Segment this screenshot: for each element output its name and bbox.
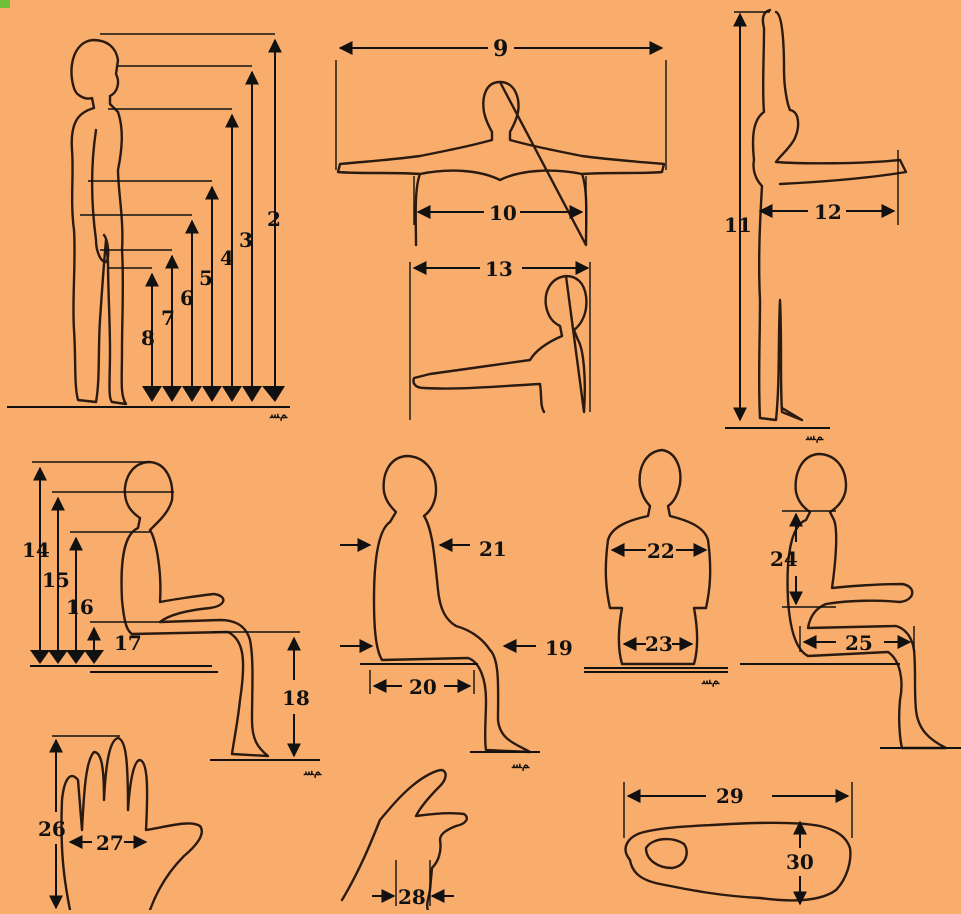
floor-mark-4: ﻢﺴ <box>511 758 530 771</box>
corner-fragment <box>0 0 10 8</box>
label-24: 24 <box>770 547 798 571</box>
label-2: 2 <box>267 207 281 231</box>
label-29: 29 <box>716 784 744 808</box>
label-21: 21 <box>479 537 507 561</box>
label-4: 4 <box>220 246 234 270</box>
floor-mark-2: ﻢﺴ <box>805 430 824 443</box>
label-3: 3 <box>239 228 253 252</box>
label-28: 28 <box>398 885 426 909</box>
label-22: 22 <box>647 539 675 563</box>
label-5: 5 <box>199 266 213 290</box>
hand-figure <box>52 736 202 910</box>
seated-figure-thigh <box>740 454 961 748</box>
label-20: 20 <box>409 675 437 699</box>
label-14: 14 <box>22 538 50 562</box>
label-9: 9 <box>493 36 508 62</box>
label-25: 25 <box>845 631 873 655</box>
label-15: 15 <box>42 568 70 592</box>
label-6: 6 <box>180 286 194 310</box>
label-18: 18 <box>282 686 310 710</box>
arm-reach-figure <box>410 262 590 420</box>
standing-figure-side <box>7 34 290 407</box>
label-23: 23 <box>645 632 673 656</box>
label-12: 12 <box>814 200 842 224</box>
label-17: 17 <box>114 631 142 655</box>
label-27: 27 <box>96 831 124 855</box>
label-26: 26 <box>38 817 66 841</box>
label-19: 19 <box>545 636 573 660</box>
label-16: 16 <box>66 595 94 619</box>
floor-mark-1: ﻢﺴ <box>269 408 288 421</box>
floor-mark-5: ﻢﺴ <box>701 674 720 687</box>
label-8: 8 <box>141 326 155 350</box>
label-30: 30 <box>786 850 814 874</box>
seated-figure-depth <box>340 456 540 752</box>
label-13: 13 <box>485 257 513 281</box>
label-7: 7 <box>161 306 175 330</box>
label-10: 10 <box>489 201 517 225</box>
floor-mark-3: ﻢﺴ <box>303 765 322 778</box>
label-11: 11 <box>724 213 752 237</box>
